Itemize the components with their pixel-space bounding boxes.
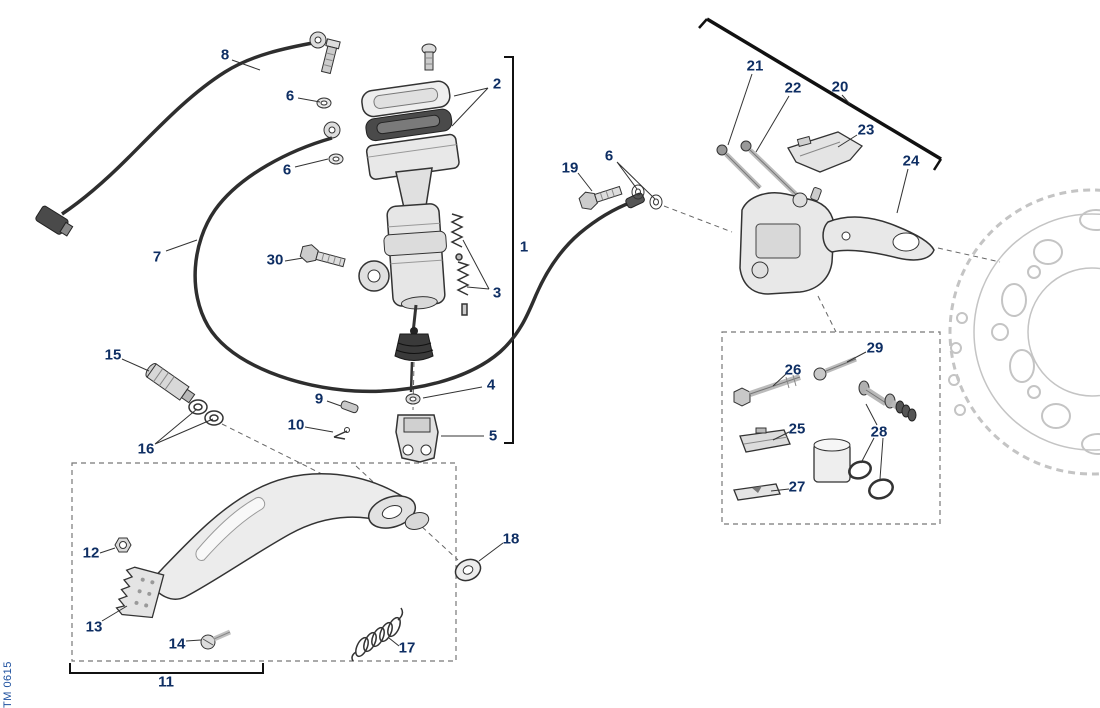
- callout-28: 28: [870, 423, 888, 441]
- pad-pin-bolt: [733, 374, 801, 407]
- reservoir-screw: [421, 43, 437, 71]
- callout-25: 25: [788, 420, 806, 438]
- callout-30: 30: [266, 251, 284, 269]
- hose-end-connector: [35, 205, 74, 237]
- bleed-bolt: [813, 356, 857, 381]
- leader-lines: [99, 59, 909, 647]
- bracket-pedal-group: [69, 663, 264, 674]
- callout-5: 5: [488, 427, 498, 445]
- rear-hose-banjo: [323, 121, 341, 139]
- hose-fitting-bolt: [578, 185, 623, 210]
- clevis-pin: [340, 400, 359, 414]
- callout-2: 2: [492, 75, 502, 93]
- reservoir-body: [365, 133, 460, 180]
- callout-21: 21: [746, 57, 764, 75]
- group-brackets: [69, 17, 943, 674]
- caliper-bracket: [822, 216, 935, 261]
- pedal-tip: [115, 566, 165, 619]
- callout-6: 6: [285, 87, 295, 105]
- callout-29: 29: [866, 339, 884, 357]
- dashed-group-boxes: [71, 331, 941, 662]
- pivot-spindle: [145, 363, 196, 404]
- callout-20: 20: [831, 78, 849, 96]
- diagram-code: TM 0615: [2, 661, 14, 708]
- callout-16: 16: [137, 440, 155, 458]
- valve-springs: [450, 213, 471, 316]
- callout-17: 17: [398, 639, 416, 657]
- callout-10: 10: [287, 416, 305, 434]
- reservoir-cover: [361, 80, 451, 118]
- piston-seals: [848, 460, 894, 500]
- callout-6: 6: [604, 147, 614, 165]
- front-brake-hose: [35, 40, 319, 237]
- pushrod-washer: [405, 393, 421, 405]
- banjo-washer-top: [316, 97, 332, 109]
- rear-sprocket: [948, 188, 1100, 476]
- brake-pad-a: [739, 427, 791, 453]
- pushrod-and-boot: [394, 304, 434, 393]
- callout-14: 14: [168, 635, 186, 653]
- caliper-parts-box: [721, 331, 941, 525]
- callout-11: 11: [158, 673, 174, 691]
- callout-3: 3: [492, 284, 502, 302]
- pedal-group-box: [71, 462, 457, 662]
- fitting-washers: [631, 184, 663, 210]
- banjo-washer-bottom: [328, 153, 344, 165]
- guide-pins-boots: [858, 380, 917, 422]
- callout-7: 7: [152, 248, 162, 266]
- callout-1: 1: [519, 238, 529, 256]
- master-cylinder-body: [383, 203, 447, 310]
- pedal-washer: [454, 558, 482, 582]
- banjo-boss: [358, 260, 390, 292]
- bracket-caliper-group: [706, 17, 942, 161]
- callout-13: 13: [85, 618, 103, 636]
- clamp-bolt: [299, 244, 346, 268]
- callout-8: 8: [220, 46, 230, 64]
- clevis: [395, 414, 439, 463]
- brake-caliper-body: [739, 187, 835, 295]
- callout-9: 9: [314, 390, 324, 408]
- callout-26: 26: [784, 361, 802, 379]
- pad-retainer-plate: [787, 131, 864, 173]
- bracket-master-cylinder: [504, 56, 514, 444]
- reservoir-neck: [395, 167, 433, 209]
- caliper-piston: [813, 438, 851, 483]
- pedal-tip-screw: [200, 629, 232, 650]
- brake-pedal-lever: [149, 473, 430, 600]
- callout-12: 12: [82, 544, 100, 562]
- spindle-washers: [188, 399, 224, 426]
- callout-27: 27: [788, 478, 806, 496]
- callout-18: 18: [502, 530, 520, 548]
- callout-23: 23: [857, 121, 875, 139]
- front-hose-banjo: [309, 31, 341, 75]
- callout-15: 15: [104, 346, 122, 364]
- callout-22: 22: [784, 79, 802, 97]
- callout-4: 4: [486, 376, 496, 394]
- reservoir-gasket: [365, 108, 453, 142]
- callout-19: 19: [561, 159, 579, 177]
- pedal-nut: [114, 537, 132, 553]
- callout-6: 6: [282, 161, 292, 179]
- cotter-pin: [333, 427, 350, 440]
- return-spring: [351, 607, 404, 662]
- callout-24: 24: [902, 152, 920, 170]
- brake-pad-b: [733, 483, 781, 501]
